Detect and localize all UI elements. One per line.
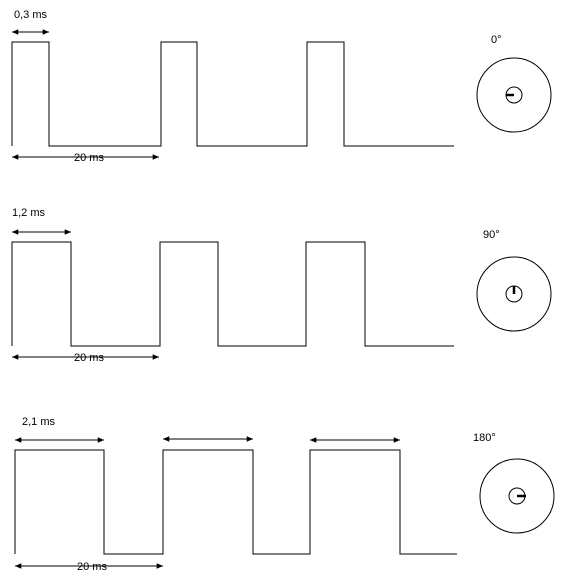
- pulse-width-label: 1,2 ms: [12, 207, 46, 219]
- row-0: 0,3 ms 20 ms 0°: [11, 9, 552, 164]
- angle-label: 0°: [491, 34, 502, 46]
- row-2: 2,1 ms 20 ms 180°: [14, 416, 555, 573]
- period-label: 20 ms: [74, 152, 104, 164]
- angle-label: 180°: [473, 432, 496, 444]
- row-1: 1,2 ms 20 ms 90°: [11, 207, 552, 364]
- servo-dial-outer: [479, 458, 555, 534]
- angle-label: 90°: [483, 229, 500, 241]
- servo-dial-outer: [476, 256, 552, 332]
- pulse-width-label: 2,1 ms: [22, 416, 56, 428]
- pwm-waveform: [11, 41, 454, 147]
- pwm-waveform: [11, 241, 454, 347]
- period-label: 20 ms: [74, 352, 104, 364]
- period-label: 20 ms: [77, 561, 107, 573]
- pulse-width-label: 0,3 ms: [14, 9, 48, 21]
- servo-dial-outer: [476, 57, 552, 133]
- pwm-waveform: [14, 449, 457, 555]
